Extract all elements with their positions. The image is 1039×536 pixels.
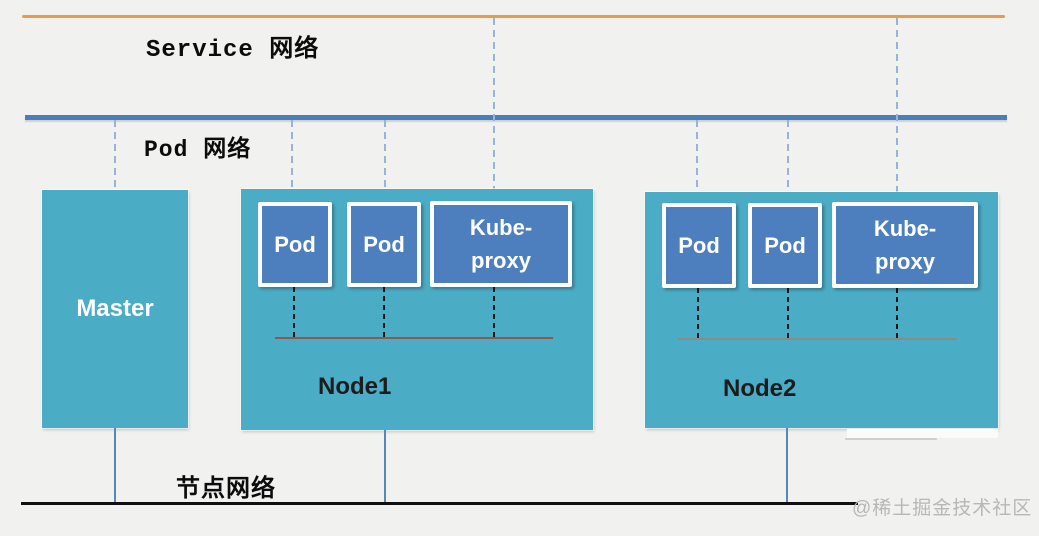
node2-pod1-drop [697,288,699,338]
dashed-connector-node1-kubeproxy [493,18,495,202]
dashed-connector-node1-pod2 [384,120,386,203]
node1-pod1-drop [293,287,295,337]
node1-kubeproxy-box: Kube- proxy [430,201,572,287]
highlight-artifact-shadow [845,438,937,440]
node1-pod2-drop [383,287,385,337]
node-network-label: 节点网络 [176,477,276,504]
dashed-connector-node2-kubeproxy [896,18,898,202]
node-network-line [21,502,858,505]
watermark: @稀土掘金技术社区 [852,498,1033,519]
node2-pod2-drop [787,288,789,338]
node2-label: Node2 [723,375,797,402]
highlight-artifact [847,429,998,438]
node1-pod1-label: Pod [274,231,316,257]
node2-kubeproxy-box: Kube- proxy [832,202,978,288]
dashed-connector-node2-pod2 [787,120,789,203]
dashed-connector-master [114,120,116,190]
node1-nodenet-connector [384,430,386,504]
node2-internal-bus [678,338,957,340]
node1-label: Node1 [318,373,392,400]
node1-pod2-label: Pod [363,231,405,257]
service-network-line [22,15,1005,18]
node1-pod1-box: Pod [258,202,332,287]
node2-pod1-box: Pod [662,203,736,288]
master-box: Master [42,190,188,428]
service-network-label: Service 网络 [146,37,320,64]
node2-nodenet-connector [786,428,788,504]
dashed-connector-node2-pod1 [696,120,698,203]
node1-kubeproxy-line1: Kube- [469,215,533,240]
pod-network-label: Pod 网络 [144,137,252,163]
node1-kubeproxy-line2: proxy [471,248,531,273]
master-label: Master [76,295,154,322]
node2-box: Pod Pod Kube- proxy Node2 [645,192,998,428]
node1-kubeproxy-drop [493,287,495,337]
node2-pod2-label: Pod [764,232,806,258]
node1-internal-bus [275,337,553,339]
node2-pod1-label: Pod [678,232,720,258]
master-nodenet-connector [114,428,116,504]
node2-kubeproxy-drop [896,288,898,338]
pod-network-line [25,115,1007,120]
node2-pod2-box: Pod [748,203,822,288]
node1-box: Pod Pod Kube- proxy Node1 [241,189,593,430]
node2-kubeproxy-line2: proxy [875,249,935,274]
node1-pod2-box: Pod [347,202,421,287]
node2-kubeproxy-line1: Kube- [873,216,937,241]
dashed-connector-node1-pod1 [291,120,293,203]
